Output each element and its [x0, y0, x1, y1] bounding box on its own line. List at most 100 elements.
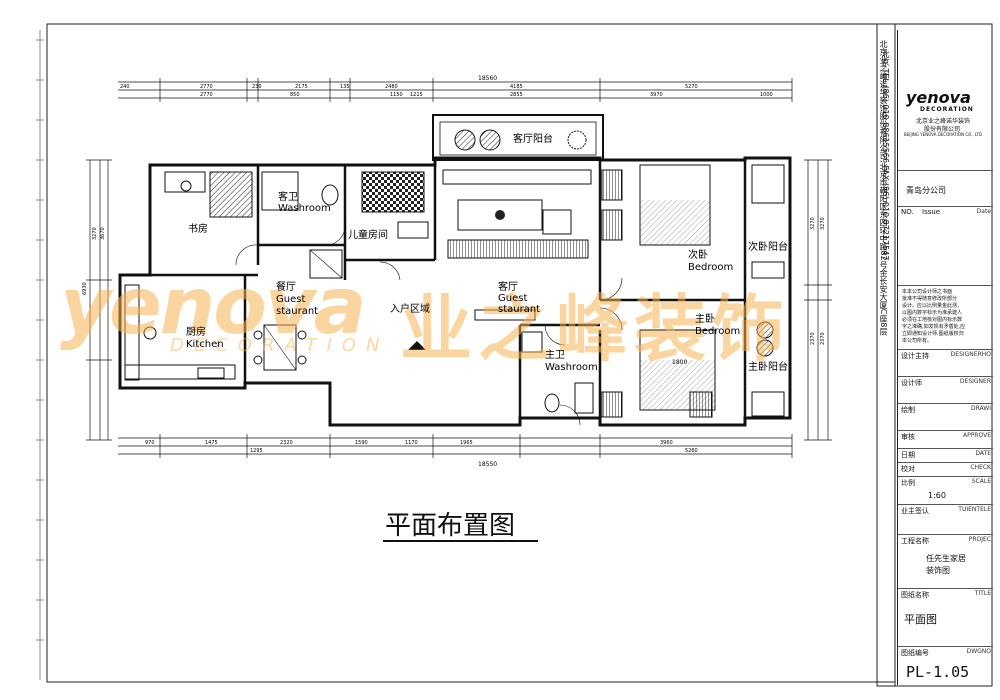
- coffee-table: [457, 199, 543, 231]
- project-name-2: 装饰图: [926, 566, 950, 575]
- logo-sub: DECORATION: [920, 106, 974, 113]
- kids-desk: [397, 221, 429, 239]
- living-balcony-wall: [432, 114, 604, 161]
- dim-bottom: 1475: [205, 440, 218, 446]
- room-kids: 儿童房间: [348, 228, 388, 241]
- tb-draw: 绘制 DRAWI: [898, 403, 993, 431]
- tb-owner: 业主签认 TUIENTELE: [898, 504, 993, 535]
- dim-bottom-total: 18550: [478, 461, 497, 468]
- notes-line: 以图内数字标示为准承建人: [902, 310, 963, 316]
- label-cn: 业主签认: [901, 507, 929, 515]
- dim-top: 2770: [200, 84, 213, 90]
- room-second-bed-cn: 次卧: [688, 248, 708, 261]
- company-name-en: BEIJING YENOVA DECORATION CO., LTD: [904, 132, 983, 137]
- title-block-frame: [876, 23, 993, 687]
- dim-bottom2: 1295: [250, 448, 263, 454]
- bed-size: 1800: [672, 359, 687, 366]
- drawing-number: PL-1.05: [906, 663, 970, 681]
- dim-top: 135: [340, 84, 350, 90]
- dim-bottom2: 5260: [685, 448, 698, 454]
- dim-top: 230: [252, 84, 262, 90]
- dim-right: 2370: [820, 332, 826, 345]
- room-study: 书房: [188, 222, 208, 235]
- watermark-sub: DECORATION: [170, 335, 390, 356]
- kitchen-counter: [124, 284, 140, 381]
- top-dimension-lines: [118, 78, 793, 102]
- dim-top: 5270: [685, 84, 698, 90]
- drawing-title-underline: [383, 540, 538, 542]
- drawing-name-value: 平面图: [904, 613, 937, 626]
- issue-label: Issue: [922, 208, 941, 216]
- branch-name: 青岛分公司: [906, 186, 946, 195]
- dim-bottom: 1965: [460, 440, 473, 446]
- label-en: TITLE: [974, 590, 991, 597]
- tb-project: 工程名称 PROJEC 任先生家居 装饰图: [898, 534, 993, 589]
- dim-bottom: 2320: [280, 440, 293, 446]
- room-dining-cn: 餐厅: [276, 280, 296, 293]
- dim-bottom: 970: [145, 440, 155, 446]
- sofa: [442, 169, 592, 185]
- label-cn: 日期: [901, 451, 915, 459]
- interior-walls: [150, 160, 747, 420]
- dim-top-total: 18560: [478, 75, 497, 82]
- tb-design-director: 设计主持 DESIGNERHO: [898, 349, 993, 377]
- room-entrance: 入户区域: [390, 302, 430, 315]
- entrance-arrow: [408, 341, 426, 350]
- bottom-dimension-lines: [118, 434, 793, 458]
- guest-bath-shower: [261, 171, 299, 211]
- notes-line: 字之准确,如发现有矛盾处,应: [902, 324, 966, 330]
- tb-drawing-no: 图纸编号 DWGNO PL-1.05: [898, 646, 993, 686]
- room-living-en: Guest: [498, 293, 527, 304]
- notes-line: 立即通知设计师.图纸版权归: [902, 331, 964, 337]
- stove: [197, 367, 225, 379]
- dim-bottom: 3960: [660, 440, 673, 446]
- title-block: 北京 TEL (86) 010 88615566 FAX (86) 010 87…: [881, 30, 993, 686]
- tb-notes: 本本公司设计师之书面 批准不得随意修改所部分 设计。应以比例量金此测， 以图内数…: [898, 285, 993, 350]
- label-en: TUIENTELE: [958, 506, 991, 513]
- label-cn: 校对: [901, 465, 915, 473]
- dim-top2: 2855: [510, 92, 523, 98]
- dim-top: 2480: [385, 84, 398, 90]
- tb-approve: 审核 APPROVE: [898, 430, 993, 449]
- no-label: NO.: [901, 208, 914, 216]
- balcony-chair: [479, 129, 501, 151]
- notes-line: 必须在工地核对图内标示数: [902, 317, 963, 323]
- room-master-bath-cn: 主卫: [545, 349, 565, 361]
- room-master-balcony: 主卧阳台: [748, 360, 788, 373]
- notes-line: 本本公司设计师之书面: [902, 289, 953, 295]
- room-living-cn: 客厅: [498, 280, 518, 293]
- vertical-phone-fax: 北京 TEL (86) 010 88615566 FAX (86) 010 87…: [881, 50, 890, 261]
- label-en: DATE: [975, 450, 991, 457]
- room-kitchen-cn: 厨房: [186, 325, 206, 338]
- tb-drawing-name: 图纸名称 TITLE 平面图: [898, 588, 993, 647]
- tb-check: 校对 CHECK: [898, 462, 993, 477]
- kids-bed: [361, 171, 425, 213]
- door-swings: [235, 221, 623, 426]
- label-cn: 图纸编号: [901, 649, 929, 657]
- scale-value: 1:60: [928, 491, 946, 500]
- tb-issue-row: NO. Issue Date: [898, 206, 993, 247]
- dim-top2: 3970: [650, 92, 663, 98]
- label-en: DESIGNER: [959, 378, 991, 385]
- balcony-chair: [454, 129, 476, 151]
- room-guest-bath-cn: 客卫: [278, 190, 298, 203]
- notes-line: 设计。应以比例量金此测，: [902, 303, 963, 309]
- label-en: SCALE: [971, 478, 991, 485]
- watermark-brand: yenova: [60, 262, 366, 352]
- label-cn: 设计师: [901, 379, 922, 387]
- room-dining-en: Guest: [276, 294, 305, 305]
- tb-scale: 比例 SCALE 1:60: [898, 476, 993, 505]
- label-en: PROJEC: [968, 536, 991, 543]
- label-cn: 审核: [901, 433, 915, 441]
- tv-unit: [447, 239, 589, 259]
- study-bed: [209, 171, 253, 218]
- label-en: DWGNO: [966, 648, 991, 655]
- study-desk: [164, 171, 206, 193]
- dim-top2: 850: [290, 92, 300, 98]
- label-cn: 图纸名称: [901, 591, 929, 599]
- watermark-cn: 业之峰装饰: [400, 287, 791, 371]
- room-second-bed-en: Bedroom: [688, 262, 733, 273]
- dim-top2: 1150: [390, 92, 403, 98]
